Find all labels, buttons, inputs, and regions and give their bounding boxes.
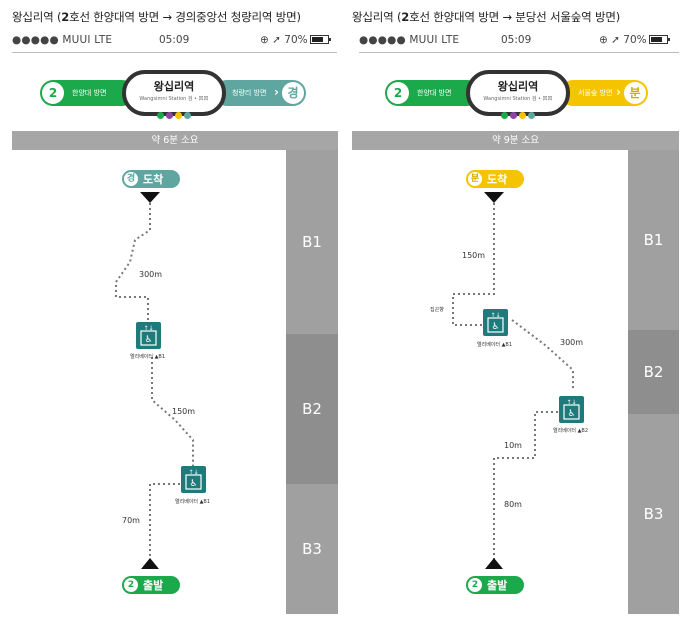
clock: 05:09 — [501, 34, 532, 46]
battery-icon — [648, 35, 670, 44]
floor-b2: B2 — [628, 330, 679, 414]
right-status-bar: ●●●●● MUUI LTE 05:09 ⊕ ➚ 70% — [359, 34, 679, 50]
floor-b3: B3 — [286, 484, 338, 614]
distance-label: 10m — [504, 441, 522, 450]
bundang-line-icon: 분 — [468, 172, 482, 186]
right-panel-title: 왕십리역 (2호선 한양대역 방면 → 분당선 서울숲역 방면) — [352, 10, 620, 24]
status-divider — [12, 52, 337, 53]
status-icons: ⊕ ➚ 70% — [599, 34, 670, 46]
station-name: 왕십리역 — [497, 80, 539, 93]
station-name: 왕십리역 — [153, 80, 195, 93]
elevator-icon[interactable]: ↑↓ ♿ — [181, 466, 206, 493]
from-direction-label: 한양대 방면 — [72, 89, 107, 97]
duration-bar: 약 6분 소요 — [12, 131, 338, 150]
departure-badge: 2 출발 — [466, 576, 524, 594]
departure-label: 출발 — [143, 579, 164, 592]
elevator-label: 엘리베이터 ▲B1 — [175, 499, 211, 505]
floor-b1: B1 — [286, 150, 338, 334]
distance-label: 300m — [139, 270, 163, 279]
status-divider — [359, 52, 679, 53]
to-direction-pill[interactable]: 청량리 방면 › 경 — [214, 80, 306, 106]
svg-text:↑↓: ↑↓ — [566, 399, 576, 406]
transfer-lines-icons — [126, 104, 222, 119]
svg-text:♿: ♿ — [491, 322, 499, 332]
to-direction-pill[interactable]: 서울숲 방면 › 분 — [560, 80, 648, 106]
svg-text:↑↓: ↑↓ — [188, 469, 198, 476]
bundang-line-icon: 분 — [624, 82, 646, 104]
elevator-label: 엘리베이터 ▲B2 — [553, 428, 589, 434]
floor-b1: B1 — [628, 150, 679, 330]
carrier-label: ●●●●● MUUI LTE — [12, 34, 113, 46]
station-english-name: Wangsimni Station 검 • 凹凹 — [483, 96, 553, 102]
elevator-label: 엘리베이터 ▲B1 — [477, 342, 513, 348]
line2-icon: 2 — [42, 82, 64, 104]
left-panel-title: 왕십리역 (2호선 한양대역 방면 → 경의중앙선 청량리역 방면) — [12, 10, 301, 24]
battery-icon — [309, 35, 331, 44]
departure-label: 출발 — [487, 579, 508, 592]
from-direction-label: 한양대 방면 — [417, 89, 452, 97]
distance-label: 150m — [172, 407, 196, 416]
carrier-label: ●●●●● MUUI LTE — [359, 34, 460, 46]
distance-label: 70m — [122, 516, 140, 525]
side-path-label: 집곤향 — [430, 307, 444, 313]
distance-label: 300m — [560, 338, 584, 347]
line2-icon: 2 — [124, 578, 138, 592]
arrival-label: 도착 — [143, 173, 164, 186]
line2-icon: 2 — [468, 578, 482, 592]
arrival-badge: 경 도착 — [122, 170, 180, 188]
distance-label: 150m — [462, 251, 486, 260]
gyeongui-line-icon: 경 — [124, 172, 138, 186]
svg-text:♿: ♿ — [567, 409, 575, 419]
transfer-lines-icons — [470, 104, 566, 119]
departure-badge: 2 출발 — [122, 576, 180, 594]
station-badge: 왕십리역 Wangsimni Station 검 • 凹凹 — [466, 70, 570, 119]
to-direction-label: 서울숲 방면 — [578, 89, 613, 97]
duration-bar: 약 9분 소요 — [352, 131, 679, 150]
floor-b3: B3 — [628, 414, 679, 614]
elevator-icon[interactable]: ↑↓ ♿ — [136, 322, 161, 349]
svg-text:♿: ♿ — [189, 479, 197, 489]
svg-text:↑↓: ↑↓ — [490, 312, 500, 319]
to-direction-label: 청량리 방면 — [232, 89, 267, 97]
clock: 05:09 — [159, 34, 190, 46]
line2-icon: 2 — [387, 82, 409, 104]
elevator-label: 엘리베이터 ▲B1 — [130, 354, 166, 360]
floor-b2: B2 — [286, 334, 338, 484]
elevator-icon[interactable]: ↑↓ ♿ — [559, 396, 584, 423]
svg-text:♿: ♿ — [144, 335, 152, 345]
svg-text:↑↓: ↑↓ — [143, 325, 153, 332]
left-status-bar: ●●●●● MUUI LTE 05:09 ⊕ ➚ 70% — [12, 34, 337, 50]
chevron-right-icon: › — [616, 85, 621, 99]
gyeongui-line-icon: 경 — [282, 82, 304, 104]
arrival-badge: 분 도착 — [466, 170, 524, 188]
distance-label: 80m — [504, 500, 522, 509]
station-badge: 왕십리역 Wangsimni Station 검 • 凹凹 — [122, 70, 226, 119]
station-english-name: Wangsimni Station 검 • 凹凹 — [139, 96, 209, 102]
status-icons: ⊕ ➚ 70% — [260, 34, 331, 46]
arrival-label: 도착 — [487, 173, 508, 186]
chevron-right-icon: › — [274, 85, 279, 99]
elevator-icon[interactable]: ↑↓ ♿ — [483, 309, 508, 336]
